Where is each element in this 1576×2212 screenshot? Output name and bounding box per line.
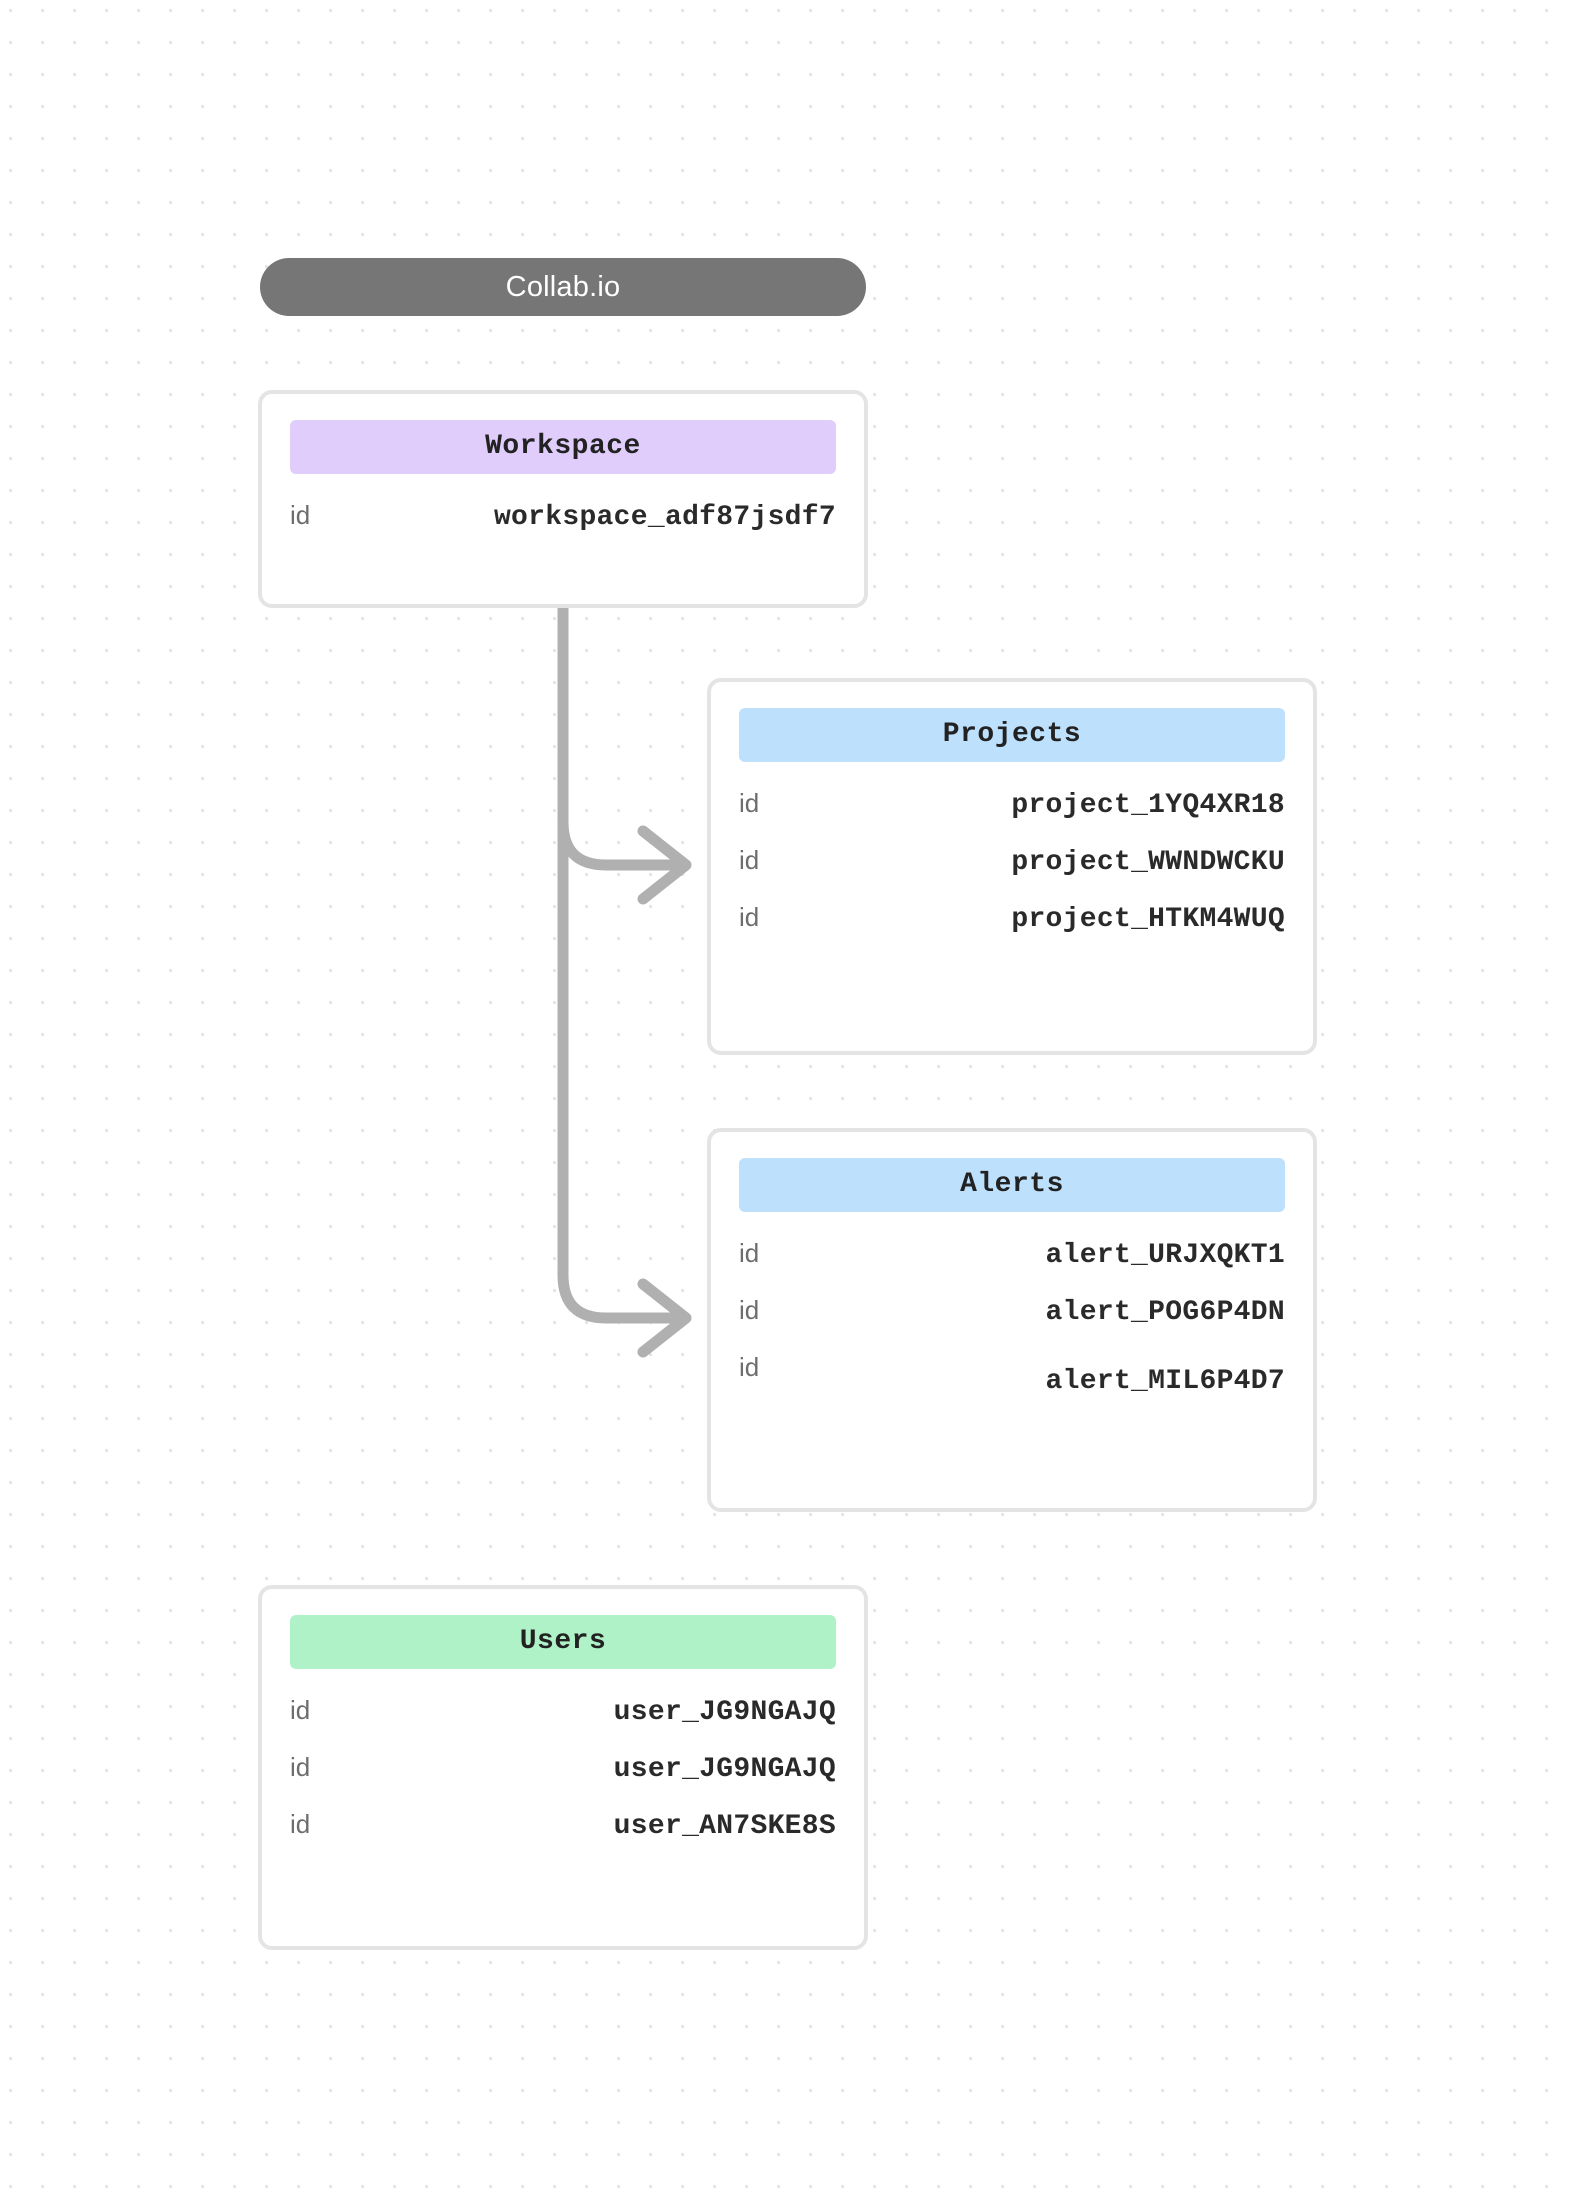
row-value: alert_URJXQKT1 bbox=[1045, 1240, 1285, 1271]
row-key: id bbox=[739, 788, 760, 818]
table-row[interactable]: id workspace_adf87jsdf7 bbox=[290, 502, 836, 559]
row-key: id bbox=[290, 1695, 311, 1725]
entity-card-alerts[interactable]: Alerts id alert_URJXQKT1 id alert_POG6P4… bbox=[707, 1128, 1317, 1512]
table-row[interactable]: id alert_POG6P4DN bbox=[739, 1297, 1285, 1354]
entity-rows-workspace: id workspace_adf87jsdf7 bbox=[290, 502, 836, 559]
row-key: id bbox=[739, 902, 760, 932]
table-row[interactable]: id alert_URJXQKT1 bbox=[739, 1240, 1285, 1297]
arrowhead-projects bbox=[637, 825, 692, 905]
row-value: user_JG9NGAJQ bbox=[613, 1754, 836, 1785]
arrowhead-alerts bbox=[637, 1278, 692, 1358]
table-row[interactable]: id user_JG9NGAJQ bbox=[290, 1754, 836, 1811]
connector-workspace-to-projects bbox=[557, 816, 689, 871]
entity-rows-projects: id project_1YQ4XR18 id project_WWNDWCKU … bbox=[739, 790, 1285, 961]
entity-header-alerts: Alerts bbox=[739, 1158, 1285, 1212]
entity-card-projects[interactable]: Projects id project_1YQ4XR18 id project_… bbox=[707, 678, 1317, 1055]
row-key: id bbox=[739, 1238, 760, 1268]
table-row[interactable]: id project_HTKM4WUQ bbox=[739, 904, 1285, 961]
entity-title-projects: Projects bbox=[942, 719, 1082, 750]
entity-header-workspace: Workspace bbox=[290, 420, 836, 474]
diagram-title-pill: Collab.io bbox=[260, 258, 866, 316]
table-row[interactable]: id project_1YQ4XR18 bbox=[739, 790, 1285, 847]
entity-title-users: Users bbox=[519, 1626, 607, 1657]
entity-header-users: Users bbox=[290, 1615, 836, 1669]
row-value: workspace_adf87jsdf7 bbox=[493, 502, 836, 533]
entity-rows-alerts: id alert_URJXQKT1 id alert_POG6P4DN id a… bbox=[739, 1240, 1285, 1411]
row-value: user_JG9NGAJQ bbox=[613, 1697, 836, 1728]
connector-trunk bbox=[557, 602, 689, 1324]
entity-card-workspace[interactable]: Workspace id workspace_adf87jsdf7 bbox=[258, 390, 868, 608]
entity-card-users[interactable]: Users id user_JG9NGAJQ id user_JG9NGAJQ … bbox=[258, 1585, 868, 1950]
table-row[interactable]: id alert_MIL6P4D7 bbox=[739, 1354, 1285, 1411]
row-value: alert_MIL6P4D7 bbox=[1045, 1366, 1285, 1397]
table-row[interactable]: id user_AN7SKE8S bbox=[290, 1811, 836, 1868]
entity-title-workspace: Workspace bbox=[485, 431, 641, 462]
table-row[interactable]: id user_JG9NGAJQ bbox=[290, 1697, 836, 1754]
row-value: project_1YQ4XR18 bbox=[1011, 790, 1285, 821]
row-value: project_WWNDWCKU bbox=[1011, 847, 1285, 878]
row-key: id bbox=[739, 1352, 760, 1382]
row-key: id bbox=[290, 1752, 311, 1782]
row-value: alert_POG6P4DN bbox=[1045, 1297, 1285, 1328]
entity-title-alerts: Alerts bbox=[960, 1169, 1064, 1200]
row-key: id bbox=[290, 500, 311, 530]
row-value: user_AN7SKE8S bbox=[613, 1811, 836, 1842]
diagram-title-label: Collab.io bbox=[505, 270, 621, 303]
row-key: id bbox=[739, 1295, 760, 1325]
row-key: id bbox=[290, 1809, 311, 1839]
row-value: project_HTKM4WUQ bbox=[1011, 904, 1285, 935]
entity-header-projects: Projects bbox=[739, 708, 1285, 762]
table-row[interactable]: id project_WWNDWCKU bbox=[739, 847, 1285, 904]
row-key: id bbox=[739, 845, 760, 875]
entity-rows-users: id user_JG9NGAJQ id user_JG9NGAJQ id use… bbox=[290, 1697, 836, 1868]
